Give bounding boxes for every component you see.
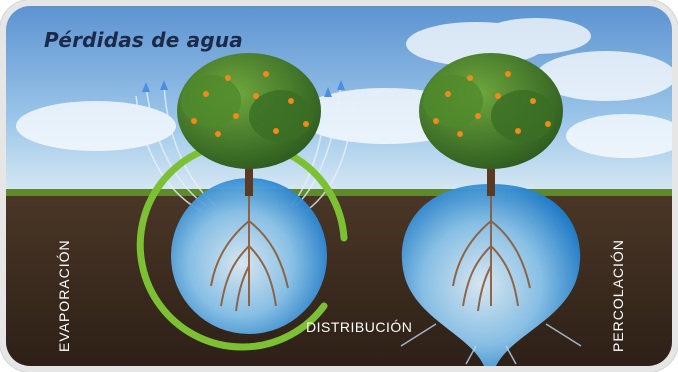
- page-title: Pérdidas de agua: [44, 28, 243, 52]
- distribution-ring: [136, 139, 348, 351]
- fruit-right: [433, 71, 551, 137]
- roots-right: [452, 196, 531, 312]
- roots-left: [210, 196, 289, 312]
- evaporation-arrows-icon: [135, 83, 355, 212]
- percolation-arrows-icon: [400, 323, 582, 365]
- tree-right: [419, 53, 563, 196]
- arrowheads-icon: [142, 80, 345, 97]
- grass-line: [6, 189, 672, 197]
- evaporation-label: EVAPORACIÓN: [56, 239, 72, 352]
- illustration-frame: Pérdidas de agua EVAPORACIÓN DISTRIBUCIÓ…: [6, 6, 672, 366]
- percolation-label: PERCOLACIÓN: [610, 239, 626, 352]
- irrigation-scene: [6, 6, 672, 366]
- distribution-label: DISTRIBUCIÓN: [306, 319, 413, 335]
- fruit-left: [191, 71, 309, 137]
- tree-left: [177, 53, 321, 196]
